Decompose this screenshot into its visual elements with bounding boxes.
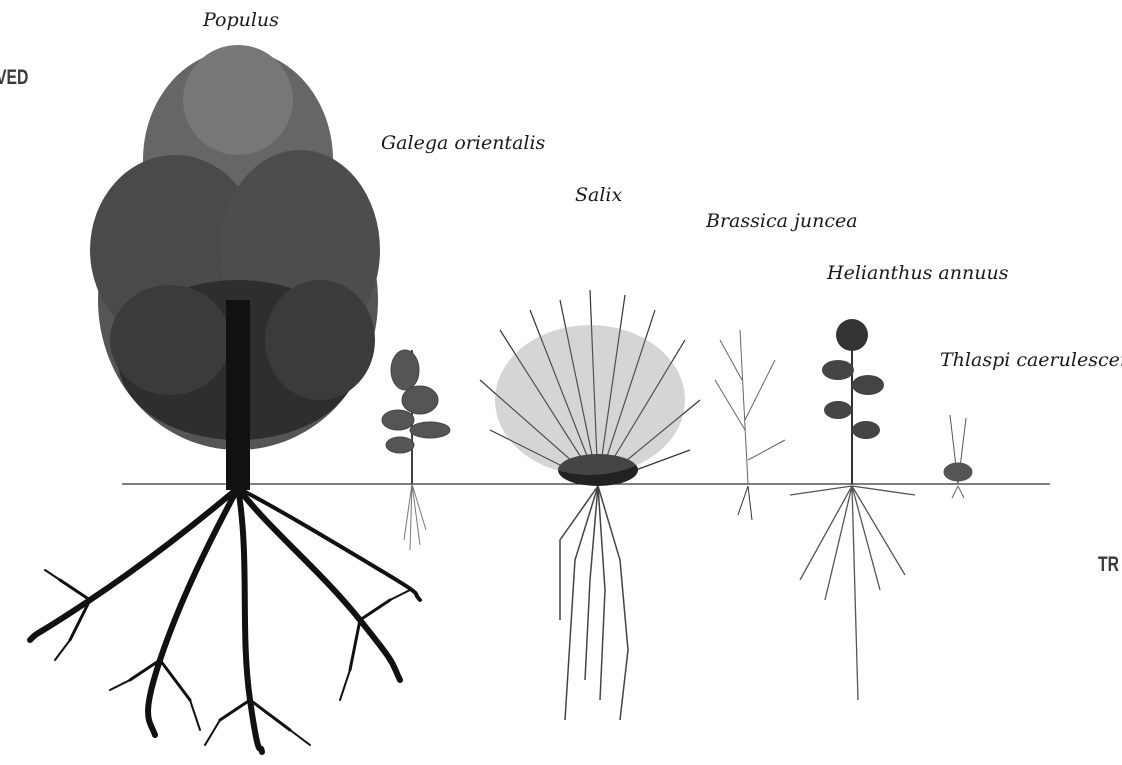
galega-orientalis-label: Galega orientalis [381, 132, 545, 154]
brassica-juncea-label: Brassica juncea [706, 210, 858, 232]
brassica-plant [715, 330, 785, 520]
populus-roots [30, 488, 420, 752]
populus-trunk [226, 300, 250, 490]
salix-roots [560, 486, 628, 720]
helianthus-annuus-label: Helianthus annuus [827, 262, 1008, 284]
brassica-roots [738, 486, 752, 520]
galega-plant [382, 350, 450, 550]
thlaspi-plant [944, 415, 972, 498]
thlaspi-roots [952, 486, 964, 498]
salix-label: Salix [575, 184, 622, 206]
salix-plant [480, 290, 700, 720]
populus-label: Populus [203, 9, 279, 31]
populus-plant [30, 45, 420, 752]
galega-roots [404, 484, 426, 550]
thlaspi-caerulescens-label: Thlaspi caerulescens [940, 349, 1122, 371]
helianthus-plant [790, 319, 915, 700]
helianthus-roots [790, 486, 915, 700]
